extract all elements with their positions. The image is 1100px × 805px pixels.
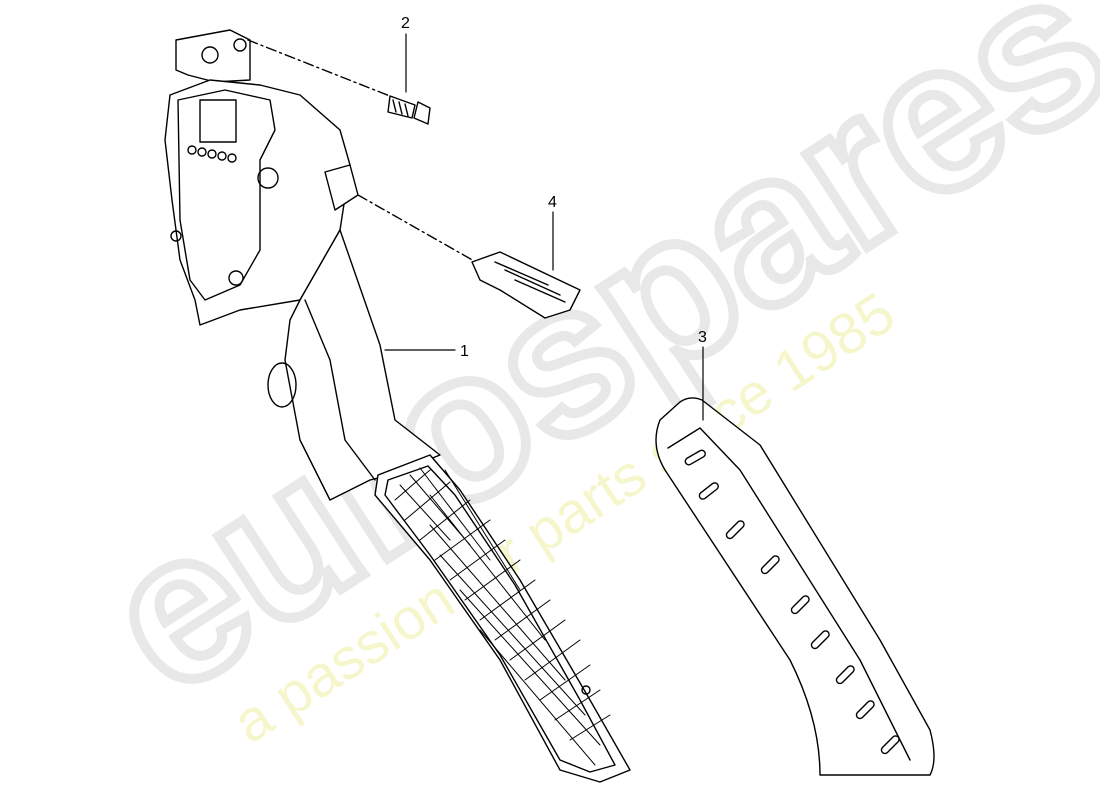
callout-1[interactable]: 1 — [460, 343, 469, 360]
pad-cover-slots — [684, 449, 900, 755]
leader-lines — [384, 33, 704, 421]
callout-3[interactable]: 3 — [698, 329, 707, 346]
pedal-lattice — [394, 467, 611, 766]
callout-4[interactable]: 4 — [548, 194, 557, 211]
part-2-screw[interactable] — [247, 39, 431, 125]
part-4-clip[interactable] — [357, 194, 581, 319]
callout-2[interactable]: 2 — [401, 15, 410, 32]
part-3-pad-cover[interactable] — [655, 397, 935, 776]
part-1-pedal-module[interactable] — [164, 29, 631, 783]
connector-pins — [187, 145, 237, 163]
callouts: 2 4 1 3 — [401, 15, 707, 360]
